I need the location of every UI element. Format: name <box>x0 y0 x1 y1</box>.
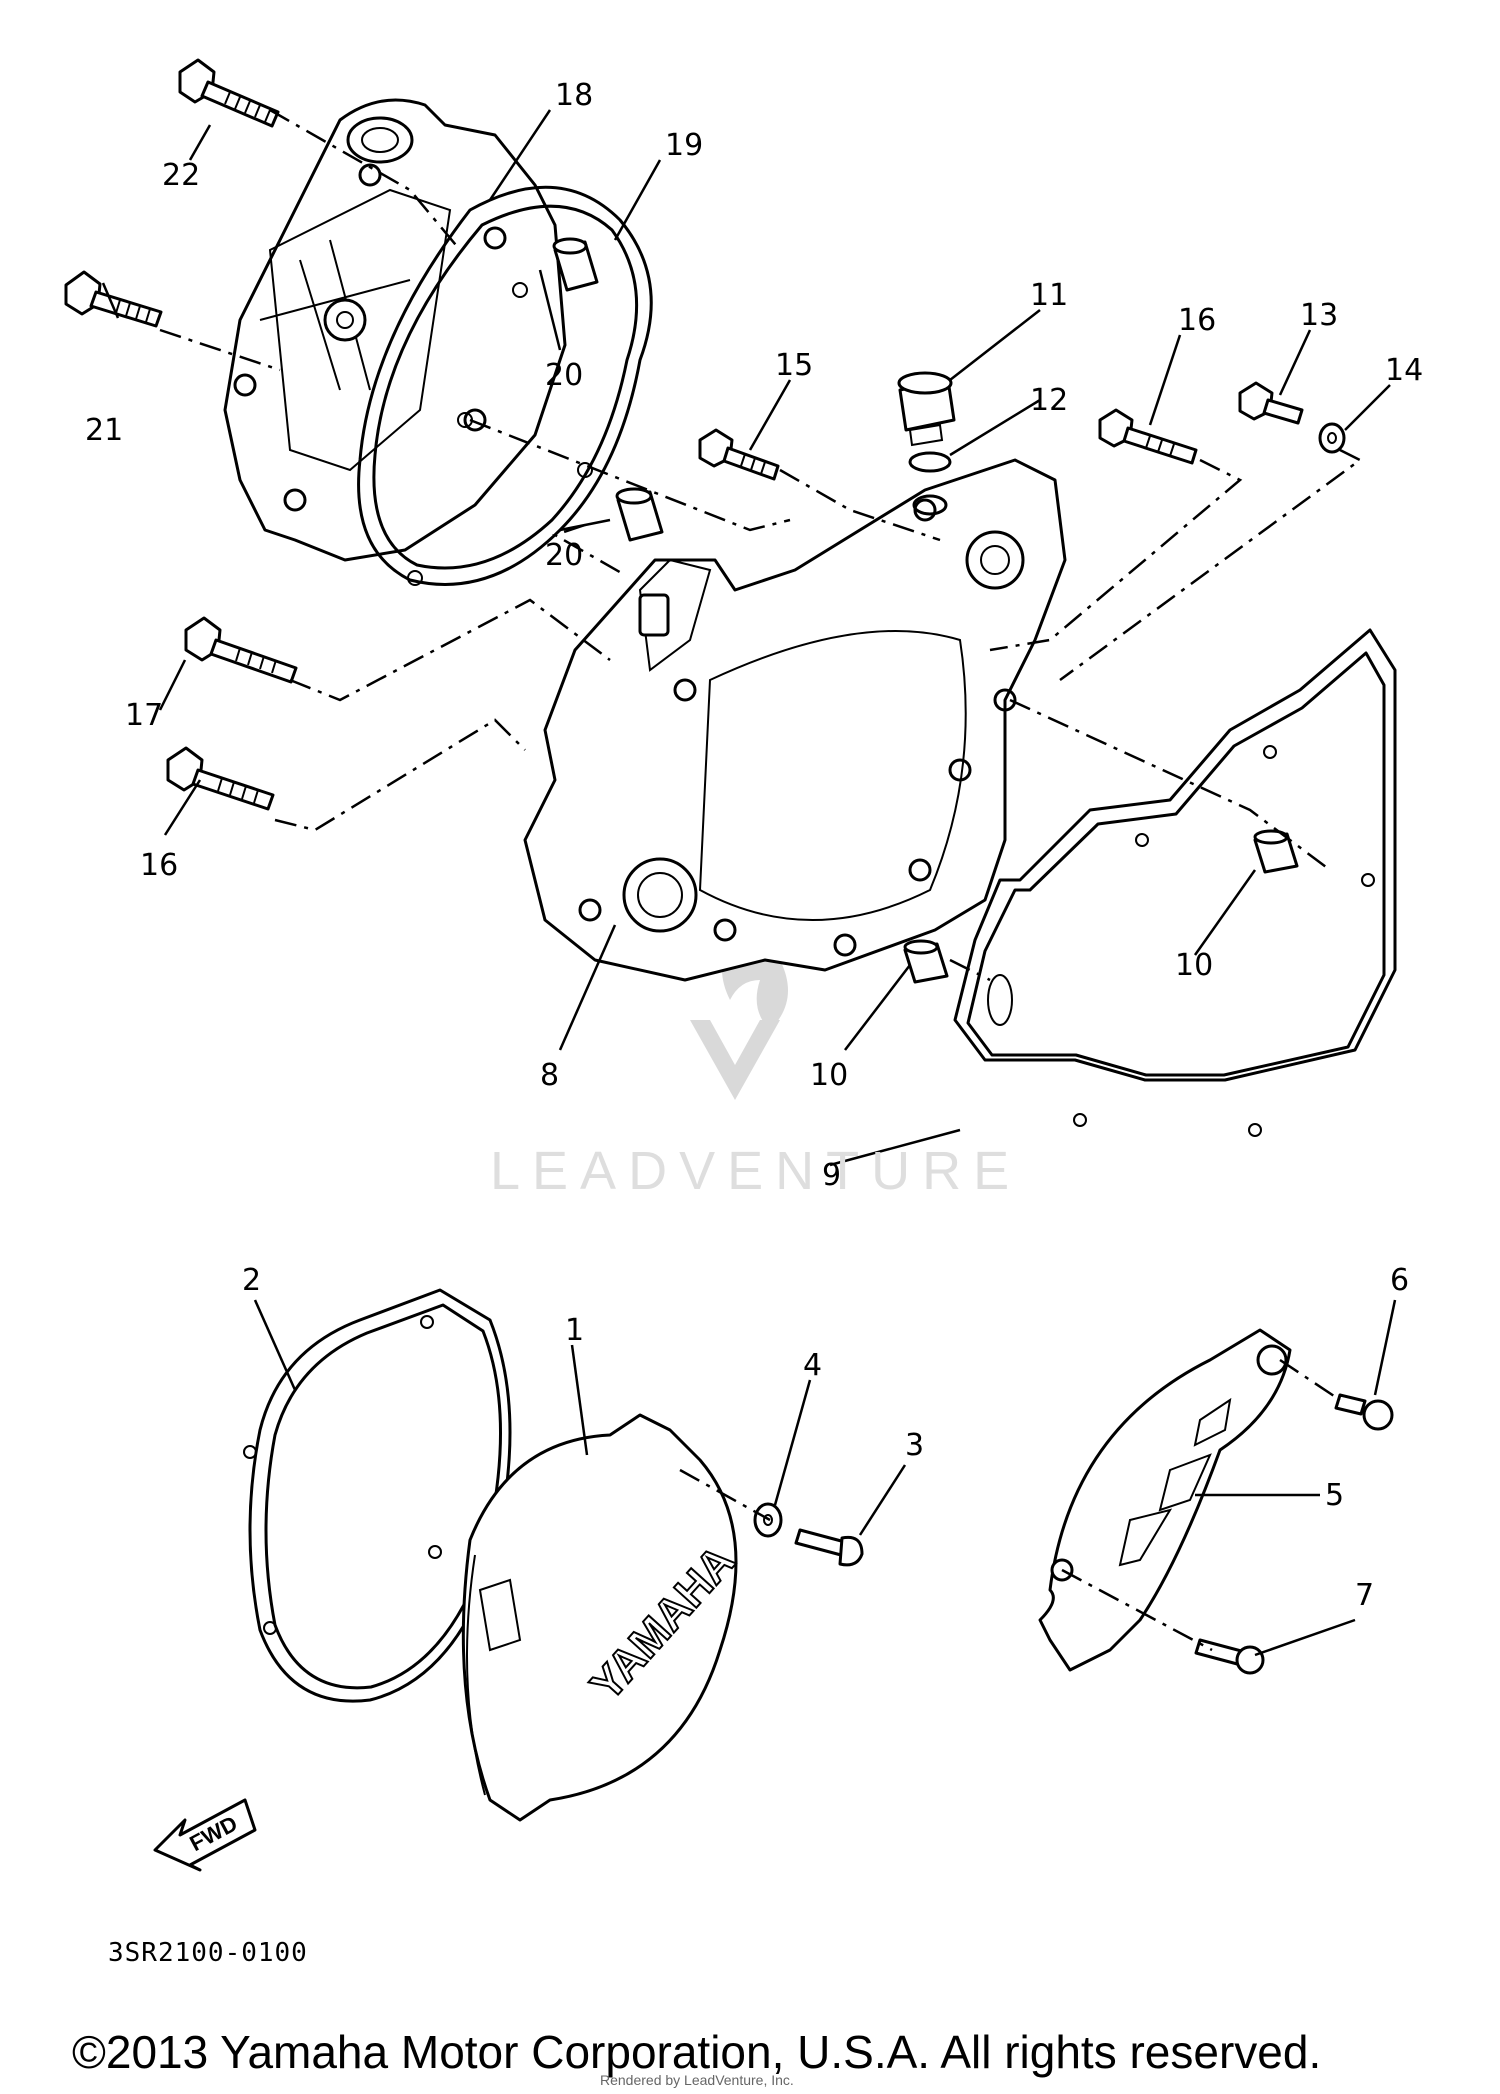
diagram-code: 3SR2100-0100 <box>108 1938 308 1968</box>
callout-20b: 20 <box>545 538 583 573</box>
screw-3 <box>794 1528 864 1567</box>
callout-8: 8 <box>540 1058 559 1093</box>
bolt-22 <box>178 58 280 128</box>
gasket-2 <box>243 1288 512 1703</box>
callout-17: 17 <box>125 698 163 733</box>
callout-4: 4 <box>803 1348 822 1383</box>
leader-lines <box>101 109 1397 1657</box>
bolt-13 <box>1238 381 1304 425</box>
callout-20a: 20 <box>545 358 583 393</box>
screw-7 <box>1194 1638 1265 1675</box>
sprocket-cover-5 <box>1038 1328 1292 1672</box>
callout-3: 3 <box>905 1428 924 1463</box>
washer-14 <box>1318 422 1346 454</box>
callout-16-right: 16 <box>1178 303 1216 338</box>
bolt-16-right <box>1098 408 1198 465</box>
callout-1: 1 <box>565 1313 584 1348</box>
callout-14: 14 <box>1385 353 1423 388</box>
callout-21: 21 <box>85 413 123 448</box>
oil-filler-plug-11 <box>897 371 956 447</box>
bolt-21 <box>64 270 163 328</box>
watermark-text: LEADVENTURE <box>490 1141 1022 1201</box>
rendered-note: Rendered by LeadVenture, Inc. <box>600 2072 794 2088</box>
callout-6: 6 <box>1390 1263 1409 1298</box>
callout-2: 2 <box>242 1263 261 1298</box>
callout-7: 7 <box>1355 1578 1374 1613</box>
bolt-16-left <box>166 746 275 811</box>
dowel-pin-20a <box>552 237 599 292</box>
callout-5: 5 <box>1325 1478 1344 1513</box>
callout-numbers: 22 18 19 21 20 20 11 12 15 16 13 14 17 1… <box>85 78 1423 1613</box>
bolt-17 <box>184 616 298 684</box>
callout-13: 13 <box>1300 298 1338 333</box>
filler-hole <box>912 494 948 516</box>
callout-10a: 10 <box>810 1058 848 1093</box>
o-ring-12 <box>908 451 952 473</box>
callout-11: 11 <box>1030 278 1068 313</box>
crankcase-cover-8 <box>523 458 1067 982</box>
generator-cover-1: YAMAHA <box>461 1413 745 1822</box>
gasket-9 <box>953 628 1397 1137</box>
copyright-notice: ©2013 Yamaha Motor Corporation, U.S.A. A… <box>72 2026 1322 2078</box>
dowel-pin-10b <box>1253 829 1299 874</box>
callout-15: 15 <box>775 348 813 383</box>
callout-18: 18 <box>555 78 593 113</box>
callout-19: 19 <box>665 128 703 163</box>
callout-12: 12 <box>1030 383 1068 418</box>
bolt-15 <box>698 428 780 481</box>
callout-10b: 10 <box>1175 948 1213 983</box>
dowel-pin-10a <box>903 939 949 984</box>
callout-22: 22 <box>162 158 200 193</box>
callout-9: 9 <box>822 1158 841 1193</box>
dowel-pin-20b <box>615 487 664 542</box>
alignment-lines <box>159 108 1363 1652</box>
fwd-arrow-icon: FWD <box>153 1798 257 1872</box>
callout-16-left: 16 <box>140 848 178 883</box>
bolt-6 <box>1334 1393 1394 1431</box>
